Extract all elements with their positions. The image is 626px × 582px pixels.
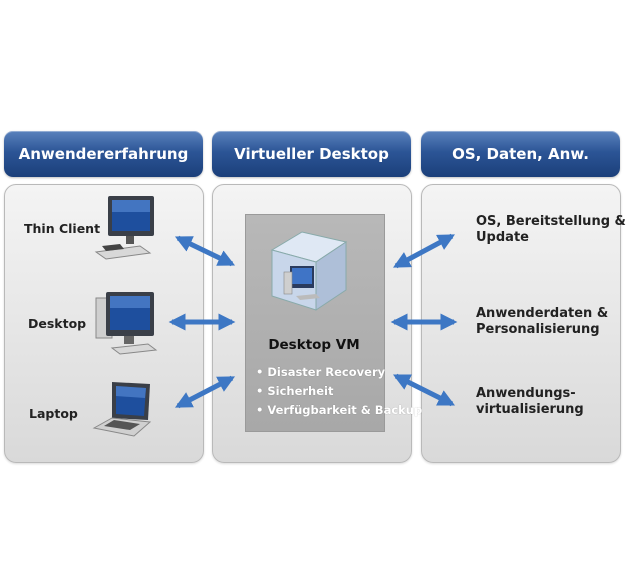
service-label-userdata-line1: Anwenderdaten & bbox=[476, 306, 609, 321]
header-virtual-desktop-label: Virtueller Desktop bbox=[234, 145, 389, 163]
service-label-appvirt-line1: Anwendungs- bbox=[476, 386, 576, 401]
vm-feature-item: Sicherheit bbox=[256, 382, 422, 401]
vm-feature-item: Verfügbarkeit & Backup bbox=[256, 401, 422, 420]
vm-feature-list: Disaster Recovery Sicherheit Verfügbarke… bbox=[256, 363, 422, 420]
service-label-userdata: Anwenderdaten & Personalisierung bbox=[476, 306, 608, 338]
desktop-vm-cube-icon bbox=[270, 231, 348, 311]
arrow-vm-os bbox=[393, 233, 455, 269]
service-label-userdata-line2: Personalisierung bbox=[476, 322, 600, 337]
arrow-laptop-vm bbox=[174, 375, 236, 409]
laptop-icon bbox=[92, 382, 152, 437]
header-os-data-apps: OS, Daten, Anw. bbox=[421, 131, 620, 177]
vm-title: Desktop VM bbox=[268, 337, 360, 353]
arrow-thin-client-vm bbox=[174, 235, 236, 267]
device-label-laptop: Laptop bbox=[29, 406, 78, 421]
header-virtual-desktop: Virtueller Desktop bbox=[212, 131, 411, 177]
desktop-pc-icon bbox=[95, 292, 158, 355]
service-label-os-line2: Update bbox=[476, 230, 529, 245]
header-user-experience-label: Anwendererfahrung bbox=[18, 145, 189, 163]
header-os-data-apps-label: OS, Daten, Anw. bbox=[452, 145, 589, 163]
header-user-experience: Anwendererfahrung bbox=[4, 131, 203, 177]
device-label-thin-client: Thin Client bbox=[24, 221, 101, 236]
device-label-desktop: Desktop bbox=[28, 316, 87, 331]
service-label-os: OS, Bereitstellung & Update bbox=[476, 214, 626, 246]
arrow-vm-appvirt bbox=[392, 373, 456, 407]
service-label-os-line1: OS, Bereitstellung & bbox=[476, 214, 626, 229]
service-label-appvirt: Anwendungs- virtualisierung bbox=[476, 386, 584, 418]
service-label-appvirt-line2: virtualisierung bbox=[476, 402, 584, 417]
thin-client-monitor-icon bbox=[94, 196, 154, 260]
vm-feature-item: Disaster Recovery bbox=[256, 363, 422, 382]
